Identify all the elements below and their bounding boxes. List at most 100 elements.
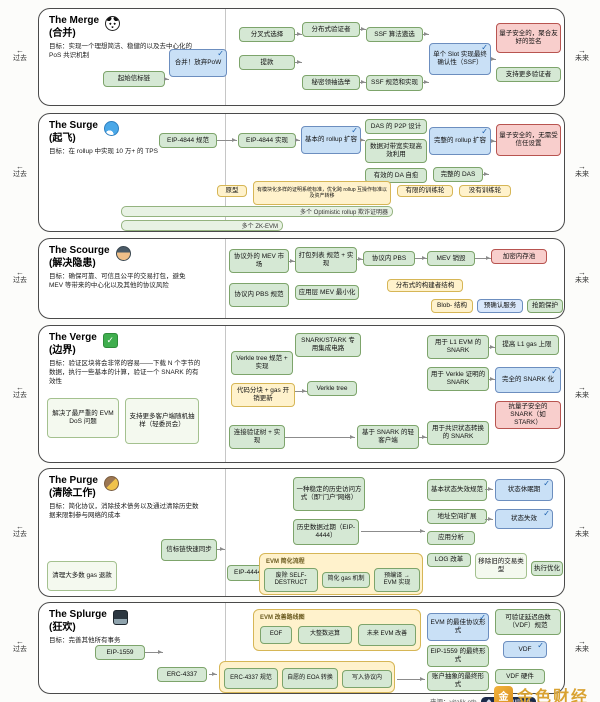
roadmap-box: 清理大多数 gas 退款 [47,561,117,591]
milestone-bar: 多个 Optimistic rollup 欺诈证明器 [121,206,393,217]
panda-icon [105,16,121,31]
box-label: 抗量子安全的 SNARK（如 STARK） [508,403,548,426]
section-header: The Surge(起飞) [49,120,119,145]
past-arrow-icon: ← [16,46,24,55]
box-label: 单个 Slot 实现最终确认性（SSF） [433,51,487,66]
roadmap-box: 未来 EVM 改善 [358,624,416,646]
box-label: 加密内存池 [502,252,536,260]
section-subtitle: (清除工作) [49,487,96,499]
box-label: 写入协议内 [351,675,382,682]
roadmap-box: 移除旧的交易类型 [475,553,527,579]
source-label: 来源：vitalik.eth [430,696,477,702]
box-label: 量子安全的，无需受信任设置 [499,132,558,147]
edge-label-text: 过去 [13,55,27,63]
box-label: 有模块化多样的证明系统标准，优化跨 rollup 互操作标准以及资产转移 [256,186,387,199]
section-title: The Verge [49,332,97,343]
box-label: 完整的 rollup 扩容 [433,137,486,145]
section-header: The Splurge(狂欢) [49,609,128,634]
box-label: 应用层 MEV 最小化 [298,288,356,296]
box-label: 地址空间扩展 [437,512,477,520]
section-subtitle: (解决隐患) [49,257,96,269]
edge-label-text: 过去 [13,276,27,284]
section-subtitle: (起飞) [49,132,76,144]
section-title: The Purge [49,475,98,486]
box-label: 历史数据过期（EIP-4444） [296,524,356,539]
roadmap-box: 支持更多验证者 [496,67,561,82]
box-label: 用于 Verkle 证明的 SNARK [430,371,486,386]
flow-arrow [397,677,425,681]
flow-arrow [483,172,489,176]
milestone-check-icon: ✓ [481,43,488,52]
today-divider [225,603,226,693]
section-title: The Merge [49,15,100,26]
jinse-watermark: 金 金色财经 [494,683,589,702]
future-arrow-icon: → [578,46,586,55]
milestone-check-icon: ✓ [217,49,224,58]
edge-label-text: 过去 [13,392,27,400]
box-label: 信标链快速同步 [166,546,212,554]
box-label: VDF 硬件 [506,672,534,680]
box-label: 废除 SELF-DESTRUCT [274,572,308,586]
flow-arrow [295,32,302,36]
box-label: LOG 改革 [434,556,464,564]
flow-arrow [485,517,493,521]
milestone-bar: 多个 ZK-EVM [121,220,283,231]
flow-arrow [423,32,429,36]
box-label: 打包列表 规范 + 实现 [298,252,354,267]
roadmap-box: 原型 [217,185,247,197]
section-goal: 目标：验证区块将会非常的容易——下载 N 个字节的数据，执行一些基本的计算，验证… [49,360,201,385]
roadmap-box: 代码分块 + gas 开销更新 [231,383,295,407]
roadmap-box: SSF 算法遴选 [366,27,423,42]
flow-arrow [209,672,217,676]
group-label: EVM 简化流程 [266,559,305,565]
roadmap-box: 分布式验证者 [302,22,360,37]
roadmap-box: 抗量子安全的 SNARK（如 STARK） [495,401,561,429]
edge-label-past: ←过去 [6,46,34,63]
roadmap-box: VDF 硬件 [495,669,545,684]
edge-label-text: 过去 [13,530,27,538]
box-label: 分布式的构建者结构 [395,281,455,289]
flow-arrow [295,138,300,142]
roadmap-box: LOG 改革 [427,553,471,567]
flow-arrow [489,377,495,381]
roadmap-box: 应用层 MEV 最小化 [295,285,359,300]
roadmap-box: SNARK/STARK 专用集成电路 [295,333,361,357]
roadmap-box: 用于 Verkle 证明的 SNARK [427,367,489,391]
roadmap-box: EVM 的最佳协议形式✓ [427,613,489,641]
edge-label-text: 未来 [575,392,589,400]
section-title-block: The Splurge(狂欢) [49,609,107,634]
diamond-icon: ◆ [486,698,492,702]
past-arrow-icon: ← [16,383,24,392]
box-label: ERC-4337 规范 [230,674,272,681]
edge-label-past: ←过去 [6,522,34,539]
roadmap-box: 解决了最严重的 EVM DoS 问题 [47,398,119,438]
check-emoji-icon: ✓ [102,333,118,348]
roadmap-box: ERC-4337 规范 [224,668,278,689]
roadmap-box: EIP-1559 的最终形式 [427,645,489,667]
flow-arrow [217,547,225,551]
milestone-check-icon: ✓ [481,127,488,136]
box-label: 预确认服务 [483,302,517,310]
today-divider [225,239,226,318]
roadmap-box: EOF [260,626,292,644]
box-label: 协议外的 MEV 市场 [233,253,285,268]
box-label: 合并！放弃PoW [174,59,222,67]
edge-label-text: 未来 [575,530,589,538]
bar-label: 多个 ZK-EVM [241,224,278,230]
box-label: SNARK/STARK 专用集成电路 [301,337,355,352]
roadmap-box: DAS 的 P2P 设计 [365,119,427,134]
roadmap-box: 基于 SNARK 的轻客户端 [357,425,419,449]
roadmap-box: 协议内 PBS 规范 [229,283,289,307]
box-label: Verkle tree 规范 + 实现 [236,355,288,370]
roadmap-box: 抢跑保护 [527,299,563,313]
jinse-logo-icon: 金 [494,685,513,702]
roadmap-box: 有限的训练轮 [397,185,453,197]
box-label: 基本状态失效规范 [431,486,483,494]
box-label: 分叉式选择 [250,30,284,38]
box-label: 简化 gas 机制 [327,576,365,583]
roadmap-box: 秘密领袖选举 [302,75,360,90]
box-label: 执行优化 [534,564,560,572]
box-label: 量子安全的，聚合友好的签名 [499,30,558,45]
